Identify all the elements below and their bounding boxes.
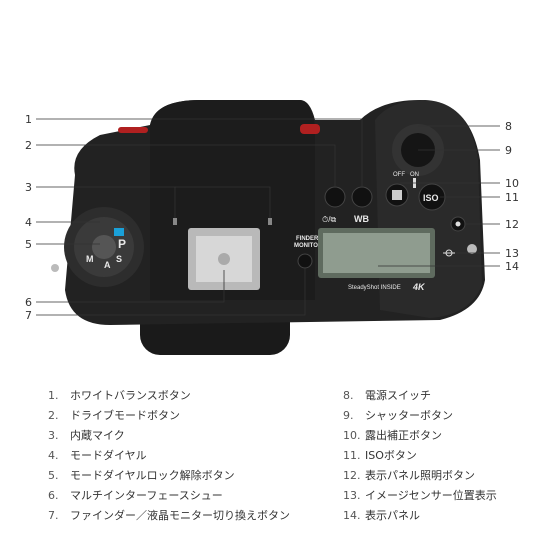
legend-text: シャッターボタン bbox=[365, 409, 453, 422]
legend-num: 12. bbox=[343, 469, 361, 482]
callout-5: 5 bbox=[25, 238, 32, 251]
legend-item: 7. ファインダー／液晶モニター切り換えボタン bbox=[48, 506, 338, 526]
legend-item: 4. モードダイヤル bbox=[48, 446, 338, 466]
legend-item: 11. ISOボタン bbox=[343, 446, 543, 466]
on-label: ON bbox=[410, 172, 419, 178]
legend-text: 内蔵マイク bbox=[70, 429, 125, 442]
legend-text: ドライブモードボタン bbox=[70, 409, 180, 422]
iso-label: ISO bbox=[423, 193, 439, 203]
legend-text: モードダイヤル bbox=[70, 449, 147, 462]
finder-label-1: FINDER/ bbox=[296, 236, 320, 242]
callout-4: 4 bbox=[25, 216, 32, 229]
callout-8: 8 bbox=[505, 120, 512, 133]
callout-6: 6 bbox=[25, 296, 32, 309]
callout-13: 13 bbox=[505, 247, 519, 260]
legend-text: 露出補正ボタン bbox=[365, 429, 442, 442]
callout-11: 11 bbox=[505, 191, 519, 204]
callout-2: 2 bbox=[25, 139, 32, 152]
legend-text: マルチインターフェースシュー bbox=[70, 489, 223, 502]
callout-3: 3 bbox=[25, 181, 32, 194]
fourk-label: 4K bbox=[412, 282, 426, 292]
legend-num: 5. bbox=[48, 469, 59, 482]
legend-num: 1. bbox=[48, 389, 59, 402]
legend-num: 3. bbox=[48, 429, 59, 442]
camera-top-diagram: P S M A ⏱/⧉ WB FINDER/ MONITOR OFF ON IS… bbox=[25, 100, 519, 355]
legend-text: モードダイヤルロック解除ボタン bbox=[70, 469, 235, 482]
callout-numbers: 1 2 3 4 5 6 7 8 9 10 11 12 13 14 bbox=[25, 113, 519, 322]
steadyshot-label: SteadyShot INSIDE bbox=[348, 285, 401, 291]
legend-num: 8. bbox=[343, 389, 354, 402]
drive-label: ⏱/⧉ bbox=[322, 215, 336, 224]
callout-14: 14 bbox=[505, 260, 519, 273]
legend-item: 6. マルチインターフェースシュー bbox=[48, 486, 338, 506]
legend-item: 9. シャッターボタン bbox=[343, 406, 543, 426]
off-label: OFF bbox=[393, 172, 405, 178]
leader-lines bbox=[36, 118, 500, 316]
legend-text: 表示パネル bbox=[365, 509, 420, 522]
callout-9: 9 bbox=[505, 144, 512, 157]
legend-item: 14. 表示パネル bbox=[343, 506, 543, 526]
legend-text: ホワイトバランスボタン bbox=[70, 389, 191, 402]
legend-num: 2. bbox=[48, 409, 59, 422]
legend-num: 6. bbox=[48, 489, 59, 502]
wb-label: WB bbox=[354, 214, 369, 224]
legend-item: 13. イメージセンサー位置表示 bbox=[343, 486, 543, 506]
legend-text: 表示パネル照明ボタン bbox=[365, 469, 475, 482]
legend-right: 8. 電源スイッチ 9. シャッターボタン 10. 露出補正ボタン 11. ISOボタン… bbox=[343, 386, 543, 526]
legend-item: 8. 電源スイッチ bbox=[343, 386, 543, 406]
legend-num: 14. bbox=[343, 509, 361, 522]
callout-10: 10 bbox=[505, 177, 519, 190]
callout-7: 7 bbox=[25, 309, 32, 322]
dial-p-label: P bbox=[118, 237, 126, 251]
dial-m-label: M bbox=[86, 254, 94, 264]
legend-num: 7. bbox=[48, 509, 59, 522]
legend-item: 1. ホワイトバランスボタン bbox=[48, 386, 338, 406]
legend-text: ファインダー／液晶モニター切り換えボタン bbox=[70, 509, 290, 522]
legend-text: イメージセンサー位置表示 bbox=[365, 489, 497, 502]
legend-num: 4. bbox=[48, 449, 59, 462]
camera-body: P S M A ⏱/⧉ WB FINDER/ MONITOR OFF ON IS… bbox=[51, 100, 485, 355]
legend-num: 13. bbox=[343, 489, 361, 502]
dial-a-label: A bbox=[104, 260, 111, 270]
legend-num: 9. bbox=[343, 409, 354, 422]
legend-item: 5. モードダイヤルロック解除ボタン bbox=[48, 466, 338, 486]
dial-s-label: S bbox=[116, 254, 122, 264]
legend-item: 3. 内蔵マイク bbox=[48, 426, 338, 446]
legend-left: 1. ホワイトバランスボタン 2. ドライブモードボタン 3. 内蔵マイク 4. モード… bbox=[48, 386, 338, 526]
callout-12: 12 bbox=[505, 218, 519, 231]
finder-label-2: MONITOR bbox=[294, 243, 323, 249]
legend-text: 電源スイッチ bbox=[365, 389, 431, 402]
callout-1: 1 bbox=[25, 113, 32, 126]
legend-item: 10. 露出補正ボタン bbox=[343, 426, 543, 446]
legend-item: 2. ドライブモードボタン bbox=[48, 406, 338, 426]
legend-num: 11. bbox=[343, 449, 361, 462]
legend-num: 10. bbox=[343, 429, 361, 442]
legend-item: 12. 表示パネル照明ボタン bbox=[343, 466, 543, 486]
legend-text: ISOボタン bbox=[365, 449, 417, 462]
